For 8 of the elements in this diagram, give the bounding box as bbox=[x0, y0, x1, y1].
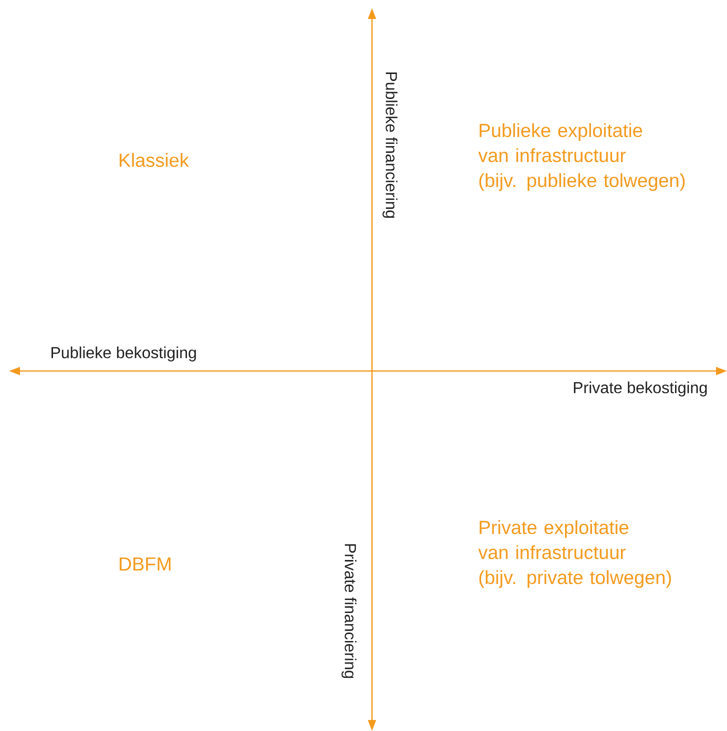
axis-label: Publieke bekostiging bbox=[52, 346, 196, 362]
axis-label: Private financiering bbox=[342, 544, 356, 678]
quadrant-label: Private exploitatie van infrastructuur (bijv. private tolwegen) bbox=[478, 520, 671, 588]
quadrant-label: Publieke exploitatie van infrastructuur (bijv. publieke tolwegen) bbox=[478, 123, 685, 191]
quadrant-label: DBFM bbox=[120, 557, 170, 571]
quadrant-label: Klassiek bbox=[120, 153, 189, 167]
axis-label: Private bekostiging bbox=[574, 382, 707, 396]
axis-label: Publieke financiering bbox=[382, 72, 398, 218]
